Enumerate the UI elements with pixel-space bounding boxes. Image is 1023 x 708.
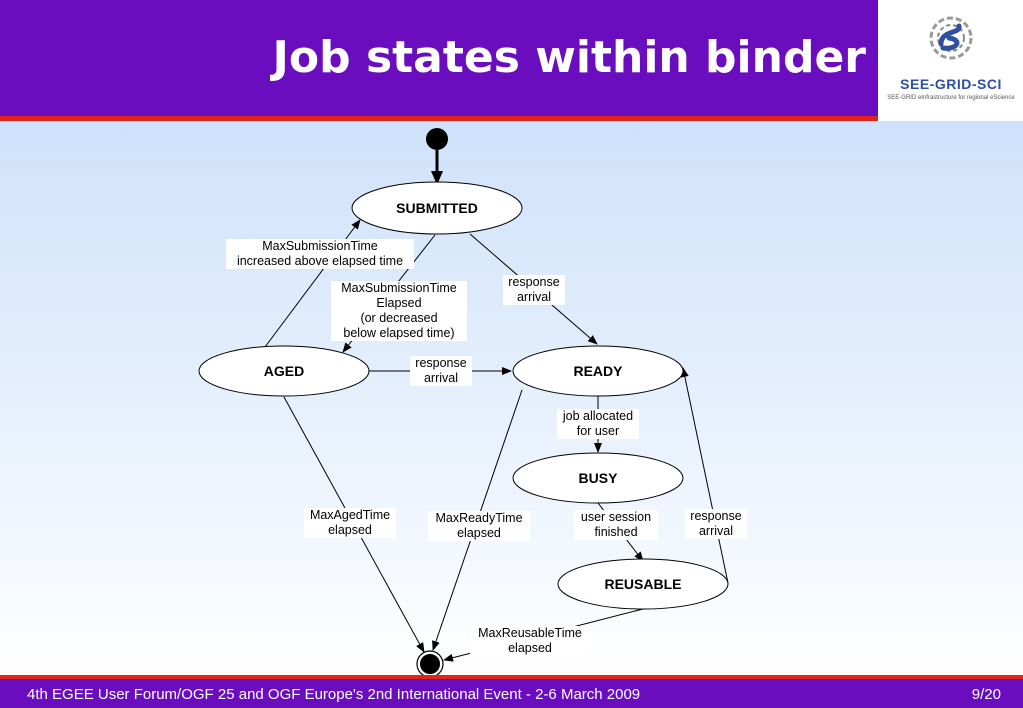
logo-emblem-icon xyxy=(929,16,973,60)
footer-bar xyxy=(0,679,1023,708)
state-busy-label: BUSY xyxy=(579,470,619,486)
label-aged-to-final: MaxAgedTime elapsed xyxy=(304,508,396,538)
state-aged-label: AGED xyxy=(264,363,304,379)
label-ready-to-busy: job allocated for user xyxy=(557,409,639,439)
logo-name: SEE-GRID-SCI xyxy=(900,76,1002,92)
state-reusable xyxy=(557,558,729,610)
initial-state xyxy=(426,128,448,150)
label-reusable-to-final: MaxReusableTime elapsed xyxy=(470,626,590,656)
label-submitted-to-ready: response arrival xyxy=(503,275,565,305)
state-ready xyxy=(512,345,684,397)
final-state xyxy=(418,652,442,676)
label-aged-to-ready: response arrival xyxy=(410,356,472,386)
state-reusable-label: REUSABLE xyxy=(604,576,681,592)
footer-divider xyxy=(0,675,1023,679)
label-busy-to-reusable: user session finished xyxy=(574,510,658,540)
label-submitted-to-aged: MaxSubmissionTime Elapsed (or decreased … xyxy=(331,281,467,341)
logo: SEE-GRID-SCI SEE-GRID eInfrastructure fo… xyxy=(879,0,1023,116)
label-ready-to-final: MaxReadyTime elapsed xyxy=(428,511,530,541)
state-busy xyxy=(512,452,684,504)
logo-tagline: SEE-GRID eInfrastructure for regional eS… xyxy=(887,95,1015,101)
slide-title: Job states within binder xyxy=(272,32,866,83)
label-reusable-to-ready: response arrival xyxy=(685,509,747,539)
header-divider xyxy=(0,116,878,121)
state-aged xyxy=(198,345,370,397)
header-bar xyxy=(0,0,878,116)
page-number: 9/20 xyxy=(971,686,1001,703)
state-ready-label: READY xyxy=(573,363,623,379)
state-submitted-label: SUBMITTED xyxy=(396,200,478,216)
arrow-reusable-to-ready xyxy=(680,367,729,584)
state-submitted xyxy=(351,181,523,235)
footer-event-text: 4th EGEE User Forum/OGF 25 and OGF Europ… xyxy=(27,686,641,703)
label-aged-to-submitted: MaxSubmissionTime increased above elapse… xyxy=(226,239,414,269)
